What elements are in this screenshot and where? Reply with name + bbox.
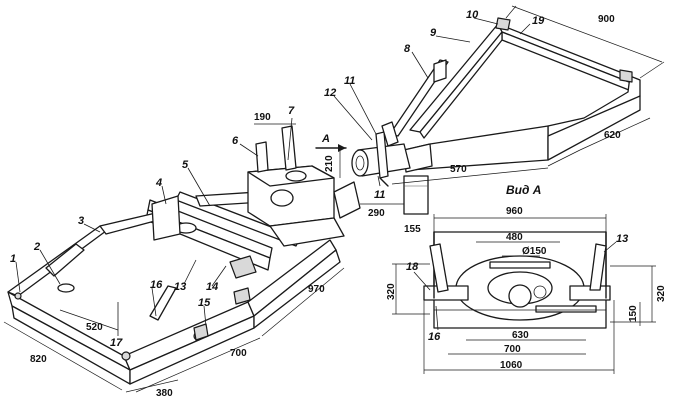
part-2: 2 (33, 241, 40, 253)
dim-520: 520 (86, 322, 103, 333)
part-5: 5 (182, 159, 189, 171)
dim-620: 620 (604, 130, 621, 141)
part-3: 3 (78, 215, 84, 227)
support-block (247, 125, 361, 247)
dim-190: 190 (254, 112, 271, 123)
part-6: 6 (232, 135, 239, 147)
dim-view-150: 150 (628, 305, 639, 322)
dim-view-480: 480 (506, 232, 523, 243)
part-11-upper: 11 (344, 75, 355, 87)
leader-lines (15, 17, 617, 336)
drawbar-frame (351, 17, 641, 215)
part-11-lower: 11 (374, 189, 385, 201)
view-a-title: Вид А (506, 183, 541, 197)
part-7: 7 (288, 105, 295, 117)
view-a (423, 231, 611, 329)
dim-view-320-left: 320 (386, 283, 397, 300)
part-13-view: 13 (616, 233, 628, 245)
dim-970: 970 (308, 284, 325, 295)
part-15: 15 (198, 297, 211, 309)
dim-700-main: 700 (230, 348, 247, 359)
dim-155: 155 (404, 224, 421, 235)
dim-820: 820 (30, 354, 47, 365)
dim-900: 900 (598, 14, 615, 25)
part-17: 17 (110, 337, 123, 349)
dim-view-630: 630 (512, 330, 529, 341)
dim-210: 210 (324, 155, 335, 172)
dim-380: 380 (156, 388, 173, 399)
dim-view-960: 960 (506, 206, 523, 217)
part-9: 9 (430, 27, 437, 39)
labels: 1 2 3 4 5 6 7 8 9 10 11 11 12 13 13 14 1… (10, 9, 667, 399)
part-1: 1 (10, 253, 16, 265)
part-18: 18 (406, 261, 419, 273)
part-8: 8 (404, 43, 411, 55)
dim-view-700: 700 (504, 344, 521, 355)
view-marker: А (321, 133, 330, 145)
main-frame (7, 187, 341, 385)
part-12: 12 (324, 87, 336, 99)
part-19: 19 (532, 15, 545, 27)
part-13-main: 13 (174, 281, 186, 293)
dim-570: 570 (450, 164, 467, 175)
part-4: 4 (155, 177, 162, 189)
dim-view-150-diameter: Ø150 (522, 246, 547, 257)
part-14: 14 (206, 281, 218, 293)
dim-290: 290 (368, 208, 385, 219)
part-16-main: 16 (150, 279, 163, 291)
part-16-view: 16 (428, 331, 441, 343)
dim-view-1060: 1060 (500, 360, 523, 371)
part-10: 10 (466, 9, 479, 21)
dimension-lines (3, 5, 665, 393)
dim-view-320-right: 320 (656, 285, 667, 302)
